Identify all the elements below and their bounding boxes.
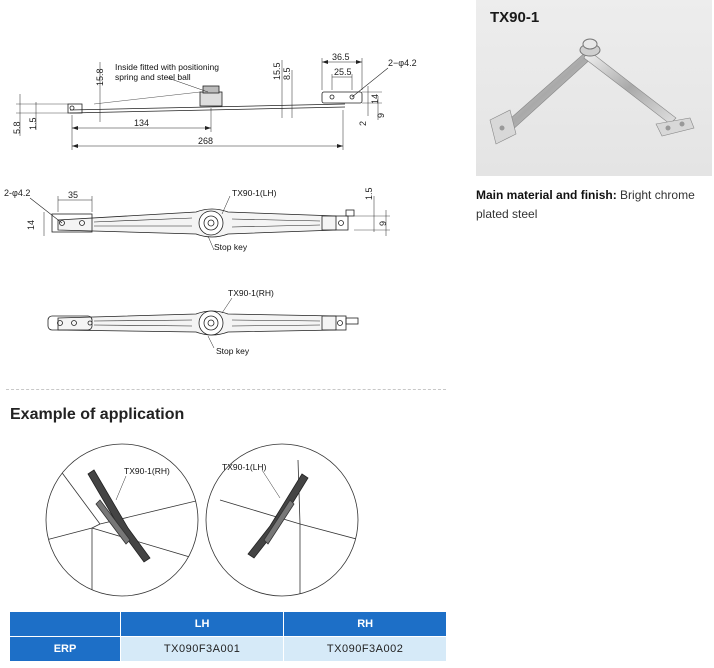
table-header-rh: RH xyxy=(283,612,446,637)
erp-code-rh: TX090F3A002 xyxy=(283,636,446,661)
section-title: Example of application xyxy=(10,406,185,423)
lid-stay-image xyxy=(489,38,695,145)
drawing-note-line2: spring and steel ball xyxy=(115,72,191,82)
material-description: Main material and finish: Bright chrome … xyxy=(476,186,712,224)
product-photo: TX90-1 xyxy=(476,0,712,176)
technical-drawing: Inside fitted with positioning spring an… xyxy=(4,52,417,356)
dim-15-8: 15.8 xyxy=(95,68,105,86)
dim-9: 9 xyxy=(376,113,386,118)
dim-35: 35 xyxy=(68,190,78,200)
application-rh xyxy=(45,443,199,597)
dim-8-5: 8.5 xyxy=(282,67,292,80)
material-label: Main material and finish: xyxy=(476,188,617,202)
drawing-note-line1: Inside fitted with positioning xyxy=(115,62,219,72)
dim-25-5: 25.5 xyxy=(334,67,352,77)
dim-hole-top: 2−φ4.2 xyxy=(388,58,417,68)
dim-14: 14 xyxy=(370,94,380,104)
side-bar-top xyxy=(69,103,346,111)
table-row: ERP TX090F3A001 TX090F3A002 xyxy=(10,636,446,661)
side-left-rivet xyxy=(69,105,75,111)
dim-268: 268 xyxy=(198,136,213,146)
dim-1-5-lh: 1.5 xyxy=(364,187,374,200)
application-rh-label: TX90-1(RH) xyxy=(124,466,170,476)
product-title: TX90-1 xyxy=(490,9,540,26)
lh-label: TX90-1(LH) xyxy=(232,188,277,198)
material-value: Bright chrome plated steel xyxy=(476,188,695,221)
side-right-bracket xyxy=(321,91,363,104)
stop-key-label-lh: Stop key xyxy=(214,242,248,252)
dim-15-5: 15.5 xyxy=(272,62,282,80)
dim-9-lh: 9 xyxy=(378,221,388,226)
erp-code-lh: TX090F3A001 xyxy=(119,636,284,661)
lh-plan-view xyxy=(51,208,355,238)
side-right-hole-1 xyxy=(329,94,335,100)
side-pivot-cap xyxy=(202,85,220,94)
dim-14-lh: 14 xyxy=(26,220,36,230)
application-lh-label: TX90-1(LH) xyxy=(222,462,267,472)
side-right-hole-2 xyxy=(349,94,355,100)
side-bar-bottom xyxy=(69,106,346,114)
dim-1-5: 1.5 xyxy=(28,117,38,130)
dim-5-8: 5.8 xyxy=(12,121,22,134)
table-row-label: ERP xyxy=(10,636,121,661)
dim-134: 134 xyxy=(134,118,149,128)
side-left-bracket xyxy=(67,103,83,114)
dim-hole-lh: 2-φ4.2 xyxy=(4,188,30,198)
stop-key-label-rh: Stop key xyxy=(216,346,250,356)
dim-36-5: 36.5 xyxy=(332,52,350,62)
erp-table: LH RH ERP TX090F3A001 TX090F3A002 xyxy=(10,612,446,661)
rh-label: TX90-1(RH) xyxy=(228,288,274,298)
section-divider xyxy=(6,389,446,390)
rh-plan-view xyxy=(47,310,359,336)
table-header-empty xyxy=(10,612,121,637)
table-header-row: LH RH xyxy=(10,612,446,637)
table-header-lh: LH xyxy=(120,612,285,637)
application-diagram: TX90-1(RH) TX90-1(LH) xyxy=(45,443,359,597)
application-lh xyxy=(205,443,359,597)
dim-2: 2 xyxy=(358,121,368,126)
